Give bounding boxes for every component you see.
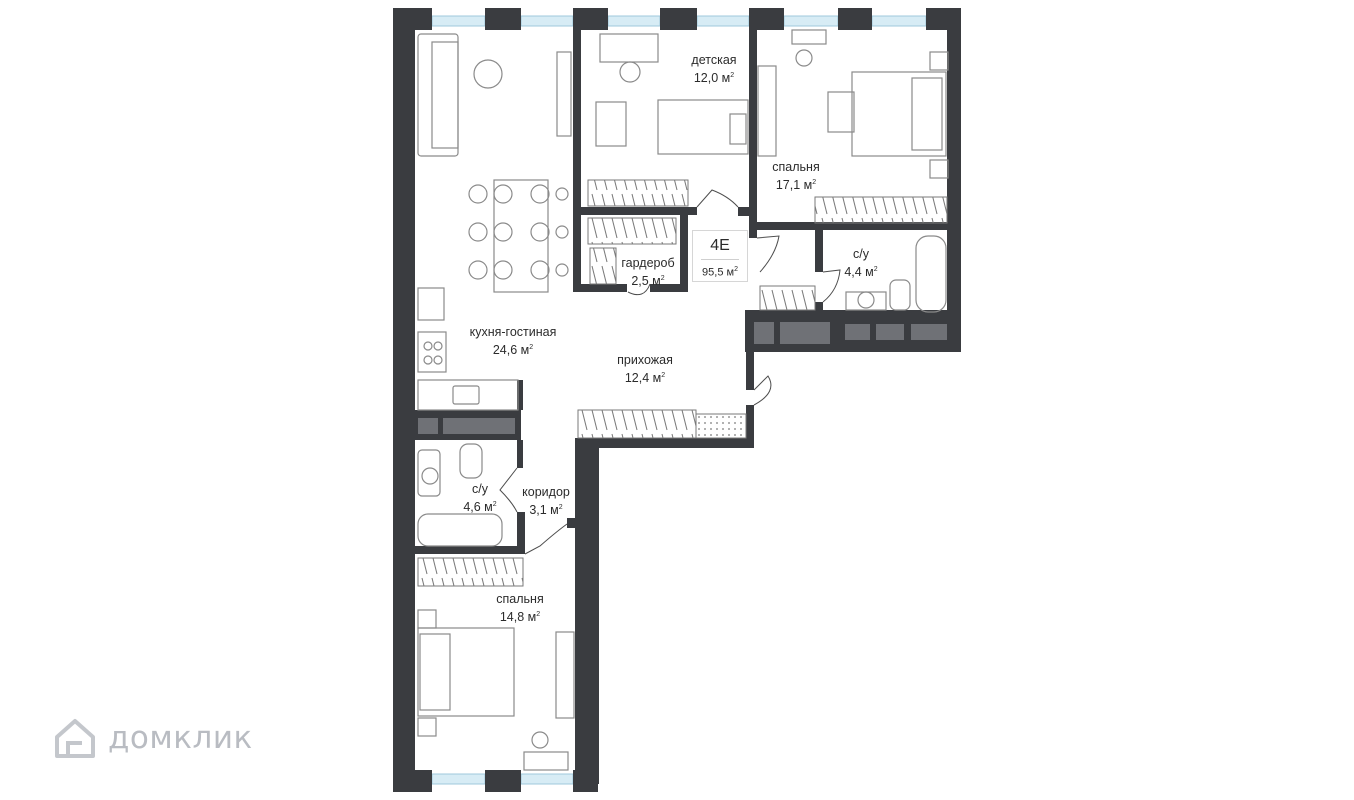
walls xyxy=(393,26,961,784)
room-area: 3,1 м2 xyxy=(529,503,563,518)
brand-watermark: домклик xyxy=(52,712,253,764)
room-label-bath-1: с/у 4,4 м2 xyxy=(844,246,877,280)
room-area: 17,1 м2 xyxy=(775,178,817,193)
house-logo-icon xyxy=(55,719,95,758)
room-label-kids: детская 12,0 м2 xyxy=(691,52,736,86)
room-name: спальня xyxy=(496,592,544,606)
room-label-bath-2: с/у 4,6 м2 xyxy=(463,481,496,515)
brand-name: домклик xyxy=(108,720,253,756)
room-area: 4,6 м2 xyxy=(463,500,497,515)
unit-info-box: 4Е 95,5 м2 xyxy=(692,230,748,282)
window-piers xyxy=(393,8,961,792)
room-label-hall: прихожая 12,4 м2 xyxy=(617,352,673,386)
room-area: 2,5 м2 xyxy=(631,274,665,289)
room-area: 4,4 м2 xyxy=(844,265,878,280)
room-area: 14,8 м2 xyxy=(499,610,541,625)
unit-code: 4Е xyxy=(710,237,730,254)
room-label-wardrobe: гардероб 2,5 м2 xyxy=(621,255,674,289)
closets xyxy=(417,179,948,587)
furniture xyxy=(417,29,949,771)
room-name: спальня xyxy=(772,160,820,174)
wall-niches xyxy=(418,322,947,434)
room-label-bedroom-2: спальня 14,8 м2 xyxy=(496,591,543,625)
doors xyxy=(499,189,841,555)
unit-area: 95,5 м2 xyxy=(702,266,738,279)
unit-divider xyxy=(701,259,739,260)
room-label-kitchen: кухня-гостиная 24,6 м2 xyxy=(470,324,557,358)
room-label-corridor: коридор 3,1 м2 xyxy=(522,484,570,518)
room-area: 12,0 м2 xyxy=(693,71,735,86)
room-label-bedroom-1: спальня 17,1 м2 xyxy=(772,159,819,193)
room-name: детская xyxy=(691,53,737,67)
room-name: гардероб xyxy=(621,256,675,270)
room-area: 24,6 м2 xyxy=(492,343,534,358)
room-name: с/у xyxy=(472,482,488,496)
room-area: 12,4 м2 xyxy=(624,371,666,386)
room-name: с/у xyxy=(853,247,869,261)
room-name: кухня-гостиная xyxy=(469,325,557,339)
room-name: коридор xyxy=(522,485,570,499)
room-name: прихожая xyxy=(617,353,673,367)
